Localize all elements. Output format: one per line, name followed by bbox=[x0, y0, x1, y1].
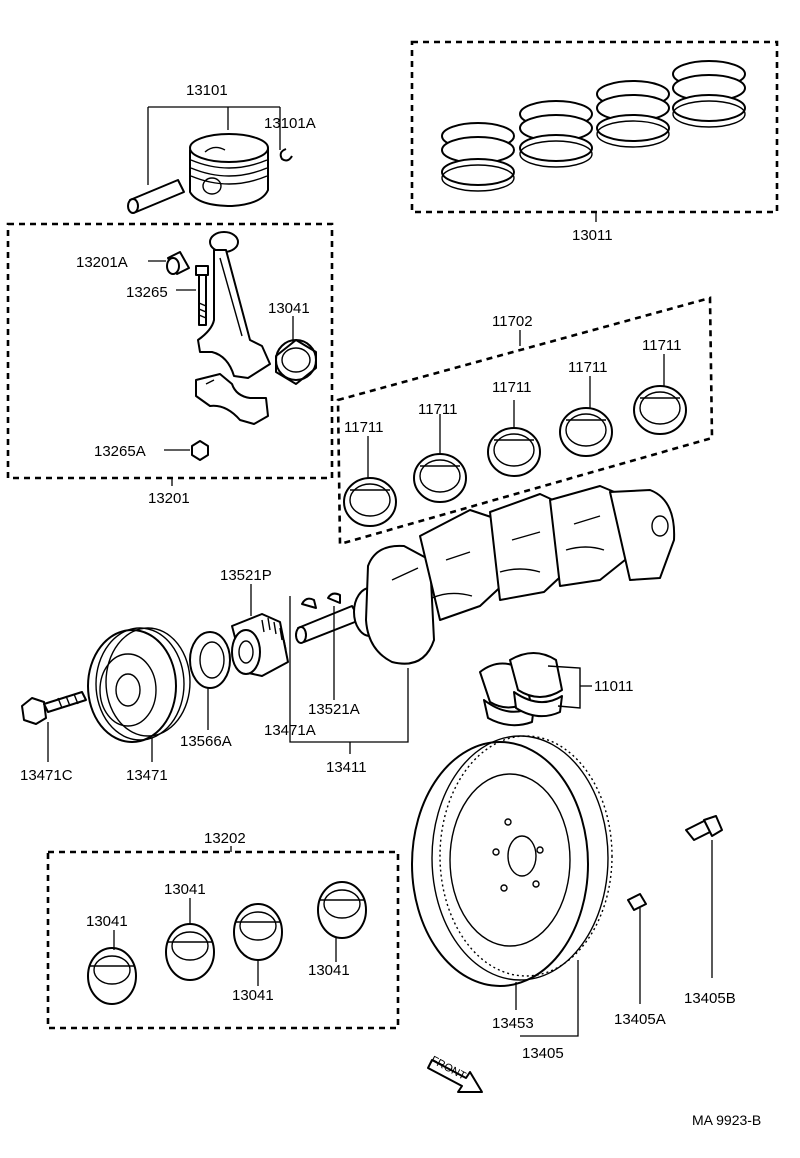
label-13041-a: 13041 bbox=[86, 913, 128, 930]
ring-set-2 bbox=[519, 100, 593, 168]
crankshaft-pulley bbox=[87, 627, 191, 762]
label-13453: 13453 bbox=[492, 1015, 534, 1032]
ring-set-1 bbox=[441, 122, 515, 192]
label-11711-d: 11711 bbox=[568, 359, 608, 376]
connecting-rod bbox=[197, 231, 271, 379]
flywheel-bolt bbox=[685, 815, 723, 978]
label-11711-e: 11711 bbox=[642, 337, 682, 354]
label-11711-b: 11711 bbox=[418, 401, 458, 418]
label-13566A: 13566A bbox=[180, 733, 232, 750]
ring-set-4 bbox=[672, 60, 746, 128]
rod-bolt bbox=[195, 265, 209, 326]
label-11711-c: 11711 bbox=[492, 379, 532, 396]
knock-pin bbox=[627, 893, 647, 1004]
label-13471: 13471 bbox=[126, 767, 168, 784]
rod-nut bbox=[191, 440, 209, 461]
label-13521P: 13521P bbox=[220, 567, 272, 584]
piston-group bbox=[127, 106, 293, 214]
piston-pin bbox=[127, 179, 185, 214]
flywheel bbox=[411, 735, 613, 1037]
bearing-set-13202 bbox=[46, 846, 400, 1030]
leader-13411 bbox=[289, 596, 409, 743]
crankshaft-keys bbox=[301, 592, 341, 700]
part-labels: 13101 13101A 13011 13201A 13265 13041 13… bbox=[20, 82, 761, 1128]
thrust-washers-11011 bbox=[479, 652, 592, 727]
main-bearing-5 bbox=[633, 385, 687, 435]
main-bearings-group bbox=[336, 296, 714, 546]
label-13201A: 13201A bbox=[76, 254, 128, 271]
snap-ring bbox=[279, 148, 293, 162]
label-13041-c: 13041 bbox=[232, 987, 274, 1004]
label-reference-code: MA 9923-B bbox=[692, 1112, 761, 1128]
label-13011: 13011 bbox=[572, 227, 613, 244]
label-13101: 13101 bbox=[186, 82, 228, 99]
label-13411: 13411 bbox=[326, 759, 367, 776]
label-13265A: 13265A bbox=[94, 443, 146, 460]
pulley-bolt bbox=[21, 691, 87, 762]
label-13201: 13201 bbox=[148, 490, 190, 507]
rod-bushing bbox=[166, 251, 190, 275]
bearing-13202-4 bbox=[317, 881, 367, 939]
label-13521A: 13521A bbox=[308, 701, 360, 718]
bearing-13202-1 bbox=[87, 947, 137, 1005]
rod-bearing bbox=[275, 339, 317, 385]
main-bearing-2 bbox=[413, 453, 467, 503]
piston bbox=[189, 133, 269, 207]
bearing-13202-3 bbox=[233, 903, 283, 961]
label-13405: 13405 bbox=[522, 1045, 564, 1062]
label-13041-rod: 13041 bbox=[268, 300, 310, 317]
ring-set-3 bbox=[596, 80, 670, 148]
crankshaft bbox=[295, 485, 676, 665]
main-bearing-3 bbox=[487, 427, 541, 477]
crankshaft-timing-gear bbox=[231, 584, 289, 677]
label-13101A: 13101A bbox=[264, 115, 316, 132]
label-11011: 11011 bbox=[594, 678, 634, 695]
piston-rings-group bbox=[410, 40, 779, 222]
label-13041-d: 13041 bbox=[308, 962, 350, 979]
thrust-washer bbox=[189, 631, 231, 730]
label-13471C: 13471C bbox=[20, 767, 73, 784]
front-direction-arrow bbox=[427, 1059, 483, 1093]
label-11711-a: 11711 bbox=[344, 419, 384, 436]
label-13202: 13202 bbox=[204, 830, 246, 847]
label-13405B: 13405B bbox=[684, 990, 736, 1007]
main-bearing-1 bbox=[343, 477, 397, 527]
bearing-13202-2 bbox=[165, 923, 215, 981]
label-13471A: 13471A bbox=[264, 722, 316, 739]
connecting-rod-group bbox=[6, 222, 334, 486]
label-13041-b: 13041 bbox=[164, 881, 206, 898]
main-bearing-4 bbox=[559, 407, 613, 457]
label-11702: 11702 bbox=[492, 313, 533, 330]
label-13265: 13265 bbox=[126, 284, 168, 301]
label-13405A: 13405A bbox=[614, 1011, 666, 1028]
rod-cap bbox=[195, 373, 269, 425]
